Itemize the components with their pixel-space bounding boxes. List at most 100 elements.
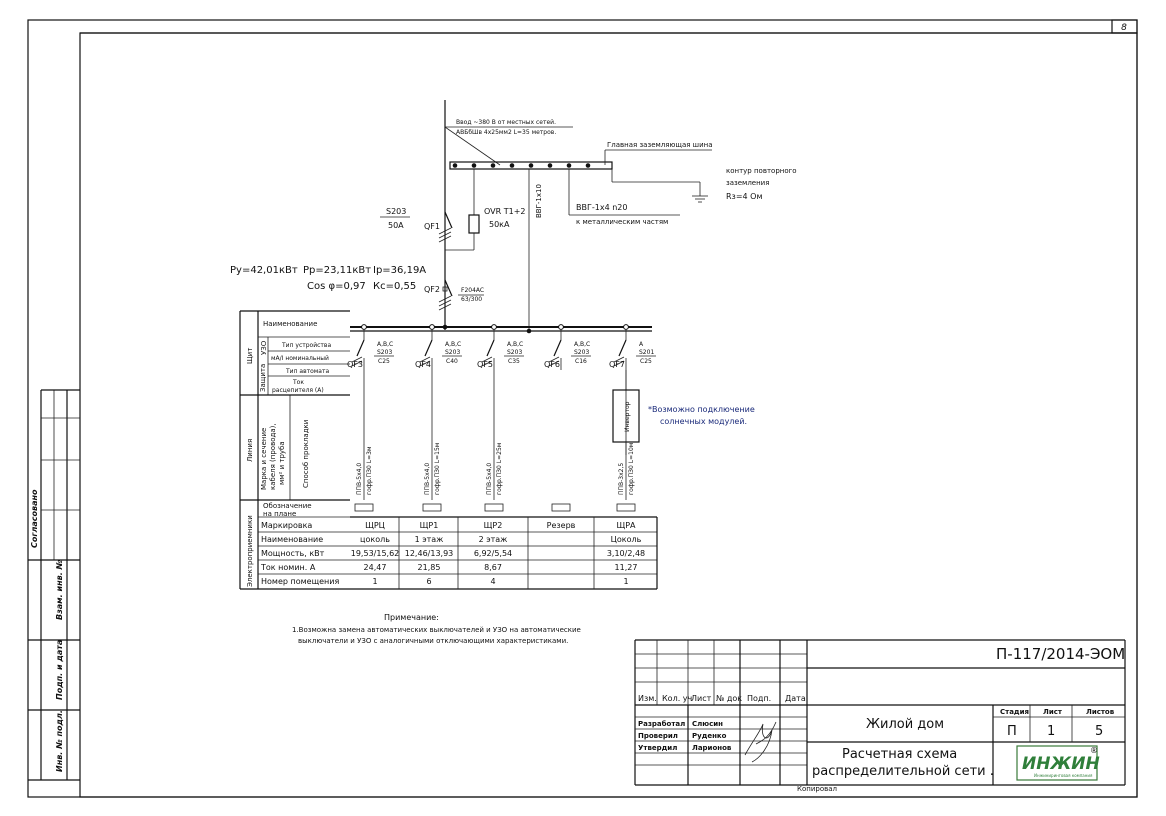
ovr-rating: 50кА bbox=[489, 220, 510, 229]
feeder-breaker bbox=[424, 339, 433, 357]
input-section: Ввод ~380 В от местных сетей. АВБбШв 4х2… bbox=[380, 100, 797, 330]
row-sposob: Способ прокладки bbox=[302, 420, 310, 488]
feeder-qf-label: QF6 bbox=[544, 360, 560, 369]
load-cos: Cos φ=0,97 bbox=[307, 281, 366, 292]
main-earthing-bus bbox=[449, 161, 613, 170]
ground-label-2: заземления bbox=[726, 179, 769, 187]
main-bus-label: Главная заземляющая шина bbox=[607, 141, 713, 149]
legend: Наименование Щит Защита УЗО Тип устройст… bbox=[239, 310, 350, 590]
row-tok-nom: Ток номин. А bbox=[260, 563, 316, 572]
col-podp: Подп. bbox=[747, 694, 771, 703]
notes-line-1: 1.Возможна замена автоматических выключа… bbox=[292, 626, 581, 634]
sheets-value: 5 bbox=[1095, 724, 1103, 739]
role-3: Утвердил bbox=[638, 744, 677, 752]
logo-text: ИНЖИН bbox=[1022, 754, 1100, 774]
qf1-label: QF1 bbox=[424, 222, 440, 231]
object-name: Жилой дом bbox=[866, 717, 944, 732]
load-py: Ру=42,01кВт bbox=[230, 265, 298, 276]
feeder-phase: А,В,С bbox=[574, 341, 590, 348]
feeder-mark: Резерв bbox=[547, 521, 576, 530]
breaker-hatch bbox=[351, 360, 363, 367]
feeder-qf-label: QF7 bbox=[609, 360, 625, 369]
feeder-rating: C40 bbox=[446, 358, 458, 365]
feeder-current: 24,47 bbox=[364, 563, 387, 572]
stamp-vzam: Взам. инв. № bbox=[55, 559, 64, 620]
feeder-cable: ППВ-5х4,0 bbox=[486, 463, 493, 495]
breaker-hatch bbox=[481, 356, 493, 363]
load-pp: Рр=23,11кВт bbox=[303, 265, 371, 276]
feeder-qf-label: QF3 bbox=[347, 360, 363, 369]
feeder-route: гофр.ПЗ0 L=25м bbox=[496, 443, 503, 495]
row-oboz-2: на плане bbox=[263, 510, 296, 518]
receivers-table: Маркировка Наименование Мощность, кВт То… bbox=[258, 516, 658, 590]
feeder-plan-symbol bbox=[484, 503, 504, 512]
feeder-room: 6 bbox=[426, 577, 431, 586]
feeder-name: 1 этаж bbox=[415, 535, 444, 544]
feeder-type: S203 bbox=[507, 349, 522, 356]
col-izm: Изм. bbox=[638, 694, 657, 703]
inverter-note-1: *Возможно подключение bbox=[648, 405, 755, 414]
notes-line-2: выключатели и УЗО с аналогичными отключа… bbox=[298, 637, 568, 645]
row-elpr: Электроприемники bbox=[246, 515, 254, 587]
feeder-route: гофр.ПЗ0 L=3м bbox=[366, 447, 373, 495]
feeder-mark: ЩРЦ bbox=[365, 521, 385, 530]
feeder-type: S203 bbox=[574, 349, 589, 356]
ground-label-1: контур повторного bbox=[726, 167, 797, 175]
feeder-current: 11,27 bbox=[615, 563, 638, 572]
qf1-rating: 50А bbox=[388, 221, 404, 230]
row-marka-1: Марка и сечение bbox=[260, 428, 268, 490]
feeder-rating: C25 bbox=[640, 358, 652, 365]
feeder-phase: А,В,С bbox=[445, 341, 461, 348]
feeder-mark: ЩР1 bbox=[420, 521, 439, 530]
sheet-corner-number: 8 bbox=[1121, 23, 1127, 33]
feeder-plan-symbol bbox=[422, 503, 442, 512]
stamp-approved: Согласовано bbox=[30, 489, 39, 548]
distribution-bus bbox=[350, 324, 652, 334]
stamp-sign-date: Подп. и дата bbox=[55, 640, 64, 700]
row-marka-2: кабеля (провода), bbox=[269, 423, 277, 490]
col-data: Дата bbox=[785, 694, 806, 703]
sheet-header: Лист bbox=[1043, 708, 1063, 716]
input-label-1: Ввод ~380 В от местных сетей. bbox=[456, 119, 556, 126]
qf2-label: QF2 bbox=[424, 285, 440, 294]
feeder-type: S203 bbox=[445, 349, 460, 356]
row-tok-2: расцепителя (А) bbox=[272, 387, 324, 394]
feeder-breaker bbox=[618, 339, 627, 357]
breaker-hatch bbox=[481, 360, 493, 367]
inverter-block: Инвертор *Возможно подключение солнечных… bbox=[612, 370, 755, 455]
feeder-phase: А,В,С bbox=[377, 341, 393, 348]
feeder-breaker bbox=[356, 339, 365, 357]
feeder-rating: C25 bbox=[378, 358, 390, 365]
ground-label-3: Rз=4 Ом bbox=[726, 192, 762, 201]
feeder-breaker bbox=[486, 339, 495, 357]
doc-code: П-117/2014-ЭОМ bbox=[996, 645, 1125, 663]
row-liniya: Линия bbox=[246, 439, 254, 462]
feeder-power: 12,46/13,93 bbox=[405, 549, 454, 558]
qf1-type: S203 bbox=[386, 207, 406, 216]
row-naim-2: Наименование bbox=[261, 535, 323, 544]
feeder-type: S203 bbox=[377, 349, 392, 356]
feeder-power: 19,53/15,62 bbox=[351, 549, 400, 558]
stage-header: Стадия bbox=[1000, 708, 1029, 716]
company-logo bbox=[1016, 745, 1098, 781]
feeder-cable: ППВ-5х4,0 bbox=[356, 463, 363, 495]
feeder-phase: А bbox=[639, 341, 644, 348]
stage-value: П bbox=[1007, 724, 1017, 739]
notes-title: Примечание: bbox=[384, 613, 439, 622]
feeder-plan-symbol bbox=[551, 503, 571, 512]
load-ip: Iр=36,19А bbox=[373, 265, 426, 276]
feeder-room: 4 bbox=[490, 577, 495, 586]
feeder-route: гофр.ПЗ0 L=10м bbox=[628, 443, 635, 495]
surge-arrester bbox=[468, 214, 480, 234]
role-1: Разработал bbox=[638, 720, 685, 728]
logo-r: ® bbox=[1090, 746, 1098, 755]
feeder-bus-node bbox=[491, 324, 497, 330]
row-markirovka: Маркировка bbox=[261, 521, 312, 530]
inverter-label: Инвертор bbox=[624, 401, 631, 432]
bus-terminals bbox=[452, 163, 591, 168]
title-block: П-117/2014-ЭОМ Изм. Кол. уч Лист № док П… bbox=[634, 639, 1126, 786]
left-stamp: Согласовано Взам. инв. № Подп. и дата Ин… bbox=[28, 389, 80, 781]
metal-parts-label: к металлическим частям bbox=[576, 218, 668, 226]
breaker-hatch bbox=[419, 356, 431, 363]
